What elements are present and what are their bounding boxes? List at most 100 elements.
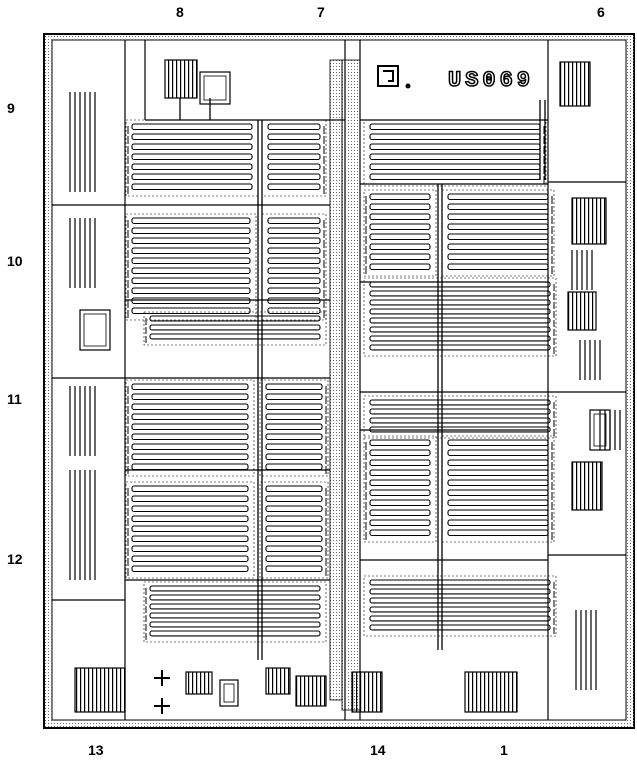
finger: [369, 253, 431, 261]
finger: [149, 594, 321, 601]
finger: [131, 143, 253, 151]
bond-pad: [571, 197, 607, 245]
finger: [131, 227, 251, 235]
finger-frame: [261, 119, 327, 197]
finger-block: [363, 277, 557, 357]
transistor-arrays: [125, 119, 557, 643]
finger: [149, 333, 321, 340]
finger: [149, 612, 321, 619]
finger: [447, 469, 549, 477]
pin-label-10: 10: [7, 253, 23, 269]
bond-pads: [74, 59, 607, 713]
finger: [369, 243, 431, 251]
finger-block: [363, 435, 437, 543]
finger: [131, 173, 253, 181]
finger: [369, 408, 551, 415]
side-comb: [69, 92, 96, 192]
finger-frame: [363, 575, 557, 637]
finger: [131, 565, 249, 573]
finger-block: [363, 395, 557, 439]
finger: [369, 399, 551, 406]
finger-frame: [261, 213, 327, 321]
finger: [447, 223, 549, 231]
finger: [447, 439, 549, 447]
pad-hatch: [74, 667, 126, 713]
finger-block: [143, 311, 327, 346]
bond-pad: [265, 667, 291, 695]
finger: [369, 193, 431, 201]
chip-logo: [377, 65, 411, 89]
finger: [369, 153, 541, 161]
finger: [149, 603, 321, 610]
finger-frame: [363, 395, 557, 439]
finger: [447, 459, 549, 467]
gate-lines: [125, 98, 548, 660]
finger: [265, 505, 323, 513]
finger: [131, 423, 249, 431]
bond-pad: [571, 461, 603, 511]
finger: [131, 237, 251, 245]
finger: [149, 621, 321, 628]
pad-hatch: [571, 461, 603, 511]
finger: [369, 163, 541, 171]
pin-label-7: 7: [317, 4, 325, 20]
finger-frame: [363, 189, 437, 277]
pad-hatch: [265, 667, 291, 695]
finger: [267, 183, 321, 191]
misc-structures: [69, 71, 621, 714]
finger: [369, 509, 431, 517]
finger: [447, 253, 549, 261]
finger: [369, 173, 541, 181]
finger-block: [261, 213, 327, 321]
bond-pad: [295, 675, 327, 707]
finger-frame: [125, 213, 257, 321]
finger: [265, 545, 323, 553]
finger: [369, 344, 551, 351]
finger: [267, 237, 321, 245]
finger: [149, 324, 321, 331]
finger: [265, 463, 323, 471]
pad-hatch: [164, 59, 198, 99]
bond-pad: [559, 61, 591, 107]
finger-frame: [363, 277, 557, 357]
finger: [267, 247, 321, 255]
finger-frame: [259, 379, 329, 477]
finger: [131, 287, 251, 295]
finger: [369, 529, 431, 537]
finger: [265, 453, 323, 461]
finger-frame: [143, 311, 327, 346]
finger: [447, 489, 549, 497]
finger: [131, 307, 251, 315]
finger: [131, 123, 253, 131]
finger-block: [363, 189, 437, 277]
finger: [265, 413, 323, 421]
finger: [369, 290, 551, 297]
finger: [369, 133, 541, 141]
central-bus: [329, 59, 361, 711]
cluster-inner: [223, 683, 235, 703]
cluster-outline: [589, 409, 611, 451]
finger: [149, 630, 321, 637]
side-comb: [575, 610, 597, 690]
finger: [369, 615, 551, 622]
alignment-cross: [154, 698, 170, 714]
finger: [369, 597, 551, 604]
side-comb: [579, 340, 601, 380]
finger: [369, 203, 431, 211]
finger: [369, 223, 431, 231]
chip-marking-text: US069: [448, 68, 534, 93]
finger: [447, 193, 549, 201]
finger: [265, 393, 323, 401]
finger: [447, 529, 549, 537]
finger: [267, 277, 321, 285]
finger: [447, 203, 549, 211]
finger: [265, 485, 323, 493]
pin-label-1: 1: [500, 742, 508, 758]
finger: [369, 606, 551, 613]
finger: [369, 213, 431, 221]
finger: [447, 499, 549, 507]
finger-block: [125, 213, 257, 321]
finger: [369, 123, 541, 131]
finger: [131, 393, 249, 401]
finger: [265, 495, 323, 503]
